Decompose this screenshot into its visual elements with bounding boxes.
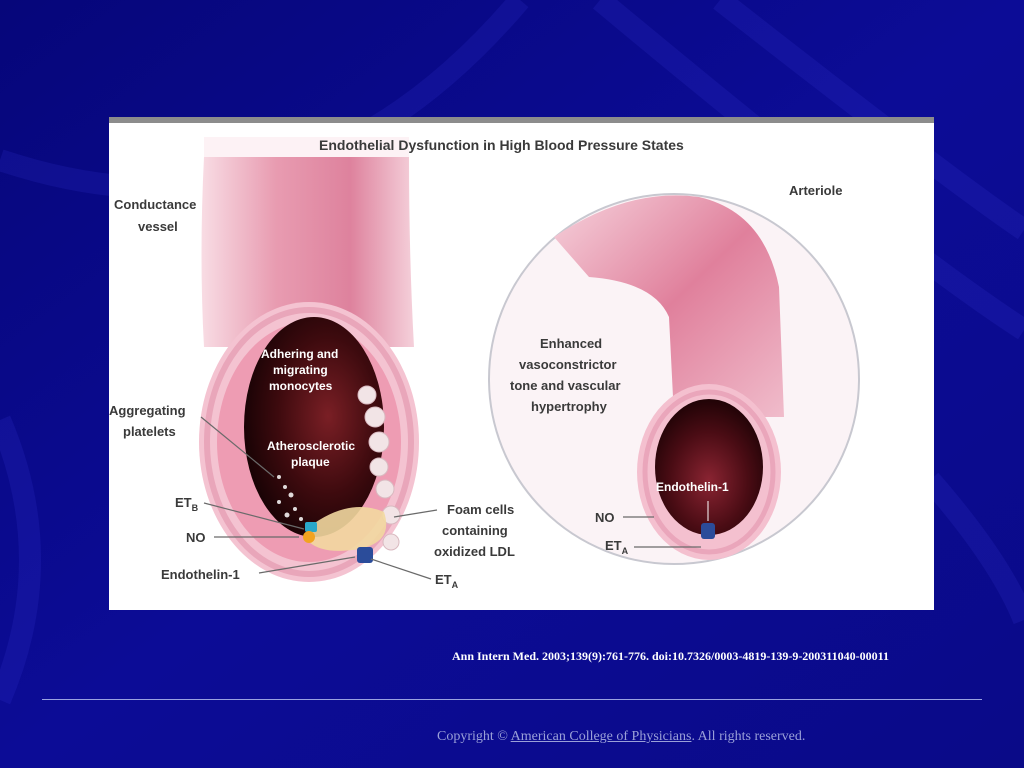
eta-label: ETA <box>435 572 459 590</box>
conductance-vessel <box>199 137 419 582</box>
copyright-notice: Copyright © American College of Physicia… <box>437 729 805 745</box>
enhanced-tone-label-line3: tone and vascular <box>510 378 621 393</box>
footer-divider <box>42 699 982 700</box>
arteriole-endothelin-1-label: Endothelin-1 <box>656 480 729 494</box>
arteriole-eta-receptor-icon <box>701 523 715 539</box>
no-molecule-icon <box>303 531 315 543</box>
adhering-monocytes-label-line3: monocytes <box>269 379 333 393</box>
enhanced-tone-label-line4: hypertrophy <box>531 399 608 414</box>
etb-receptor-icon <box>305 522 317 532</box>
conductance-vessel-label-line1: Conductance <box>114 197 196 212</box>
conductance-vessel-label-line2: vessel <box>138 219 178 234</box>
foam-cells-label-line1: Foam cells <box>447 502 514 517</box>
endothelial-dysfunction-diagram: Endothelial Dysfunction in High Blood Pr… <box>109 117 934 590</box>
enhanced-tone-label-line1: Enhanced <box>540 336 602 351</box>
arteriole-inset <box>488 193 860 565</box>
conductance-leader-lines <box>200 416 438 580</box>
adhering-monocytes-label-line1: Adhering and <box>261 347 338 361</box>
arteriole-eta-label: ETA <box>605 538 629 556</box>
atherosclerotic-plaque-label-line1: Atherosclerotic <box>267 439 355 453</box>
top-rule <box>109 117 934 123</box>
aggregating-platelets-label-line2: platelets <box>123 424 176 439</box>
foam-cells-label-line2: containing <box>442 523 508 538</box>
copyright-suffix: . All rights reserved. <box>691 729 806 744</box>
acp-link[interactable]: American College of Physicians <box>510 729 692 744</box>
foam-cells-label-line3: oxidized LDL <box>434 544 515 559</box>
atherosclerotic-plaque-label-line2: plaque <box>291 455 330 469</box>
figure-title: Endothelial Dysfunction in High Blood Pr… <box>319 137 684 153</box>
aggregating-platelets-label-line1: Aggregating <box>109 403 186 418</box>
arteriole-leader-lines <box>623 516 701 548</box>
arteriole-label: Arteriole <box>789 183 842 198</box>
eta-receptor-icon <box>357 547 373 563</box>
etb-label: ETB <box>175 495 199 513</box>
no-label: NO <box>186 530 206 545</box>
arteriole-no-label: NO <box>595 510 615 525</box>
citation-text: Ann Intern Med. 2003;139(9):761-776. doi… <box>452 649 889 663</box>
figure-panel: Endothelial Dysfunction in High Blood Pr… <box>109 117 934 610</box>
copyright-prefix: Copyright © <box>437 729 511 744</box>
endothelin-1-label: Endothelin-1 <box>161 567 240 582</box>
enhanced-tone-label-line2: vasoconstrictor <box>519 357 617 372</box>
adhering-monocytes-label-line2: migrating <box>273 363 328 377</box>
